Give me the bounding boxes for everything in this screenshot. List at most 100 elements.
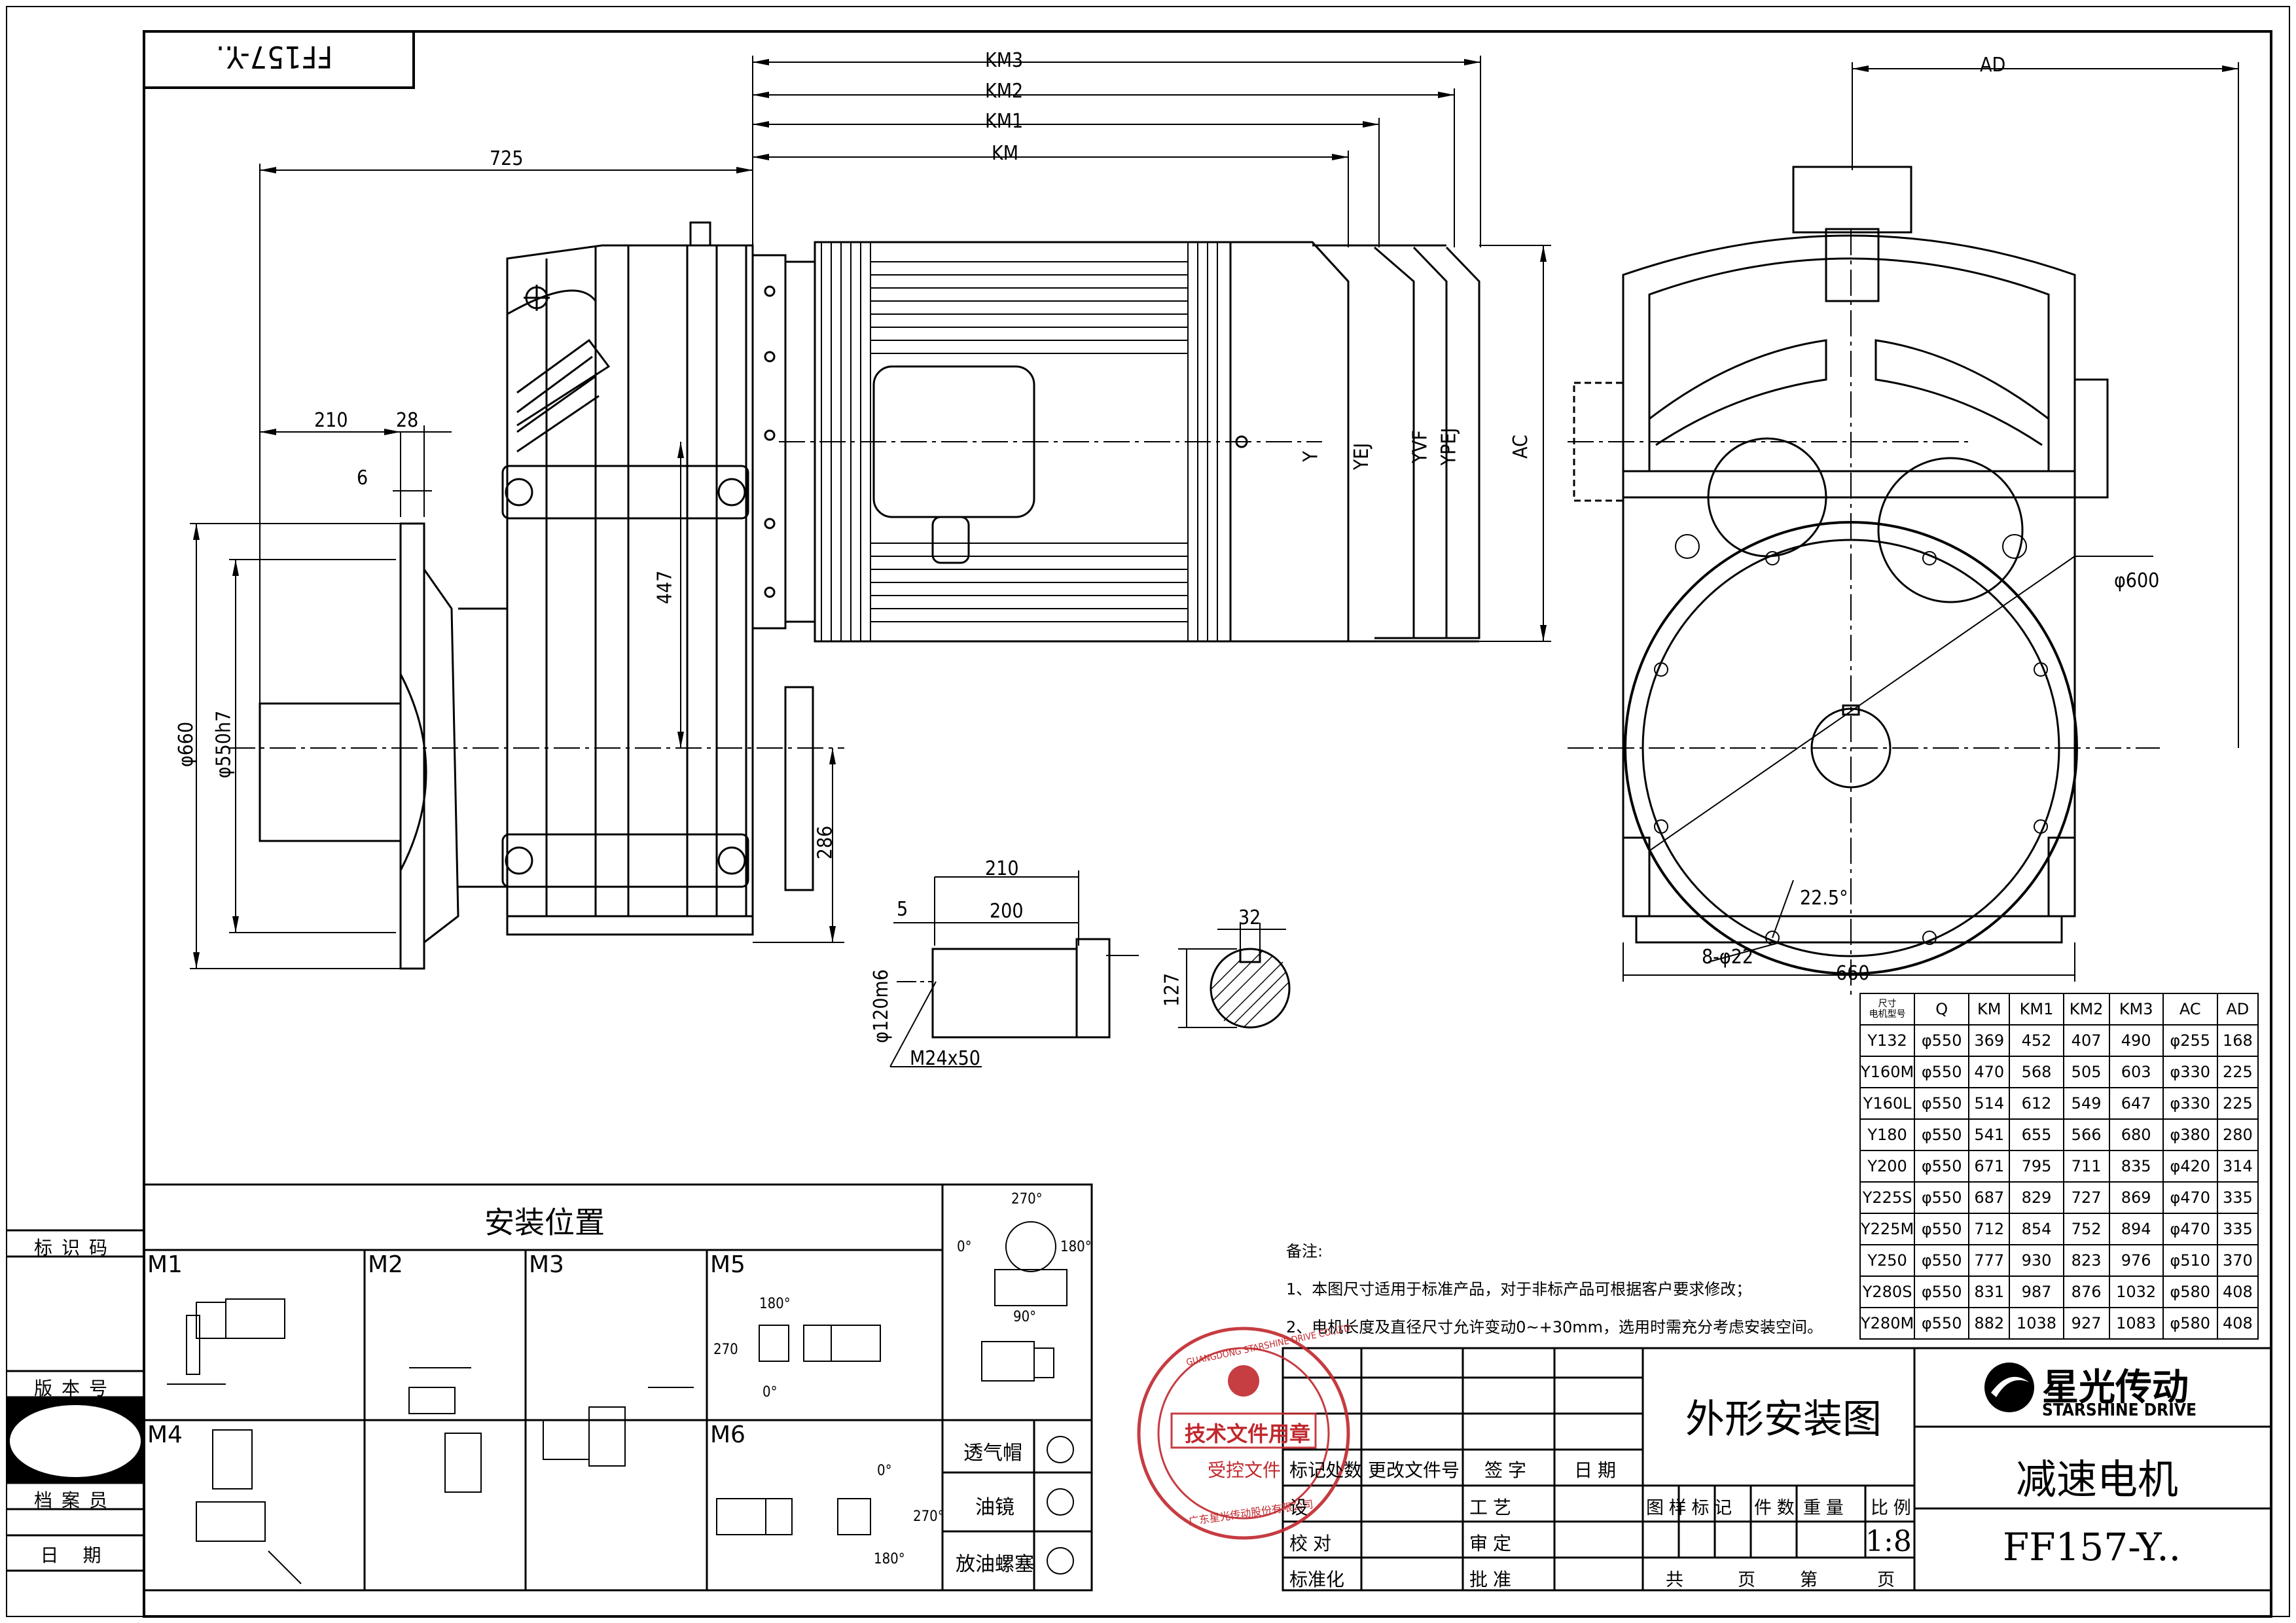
- pos-m5: M5: [710, 1251, 745, 1278]
- dim-210: 210: [314, 409, 348, 432]
- spec-cell: 549: [2062, 1087, 2110, 1120]
- scale-value: 1:8: [1865, 1525, 1912, 1558]
- dim-725: 725: [490, 147, 524, 170]
- spec-cell: 869: [2108, 1181, 2164, 1214]
- spec-cell: 680: [2108, 1118, 2164, 1151]
- sheet-unit: 页: [1738, 1570, 1755, 1590]
- rev-review: 审 定: [1469, 1533, 1511, 1554]
- spec-cell: 505: [2062, 1056, 2110, 1088]
- weight-header: 重 量: [1803, 1498, 1844, 1518]
- spec-cell: φ550: [1914, 1087, 1970, 1120]
- dim-660: 660: [1836, 962, 1870, 985]
- spec-cell: 876: [2062, 1275, 2110, 1308]
- corner-top: 尺寸: [1878, 999, 1897, 1009]
- product-name: 减速电机: [2016, 1455, 2179, 1503]
- pos-m3: M3: [529, 1251, 564, 1278]
- spec-cell: 452: [2009, 1024, 2064, 1057]
- spec-cell: φ550: [1914, 1118, 1970, 1151]
- spec-cell: 168: [2216, 1024, 2259, 1057]
- dim-angle: 22.5°: [1800, 887, 1848, 910]
- spec-cell: 514: [1968, 1087, 2011, 1120]
- spec-cell: 407: [2062, 1024, 2110, 1057]
- spec-cell: 777: [1968, 1244, 2011, 1277]
- spec-header: Q: [1914, 993, 1970, 1026]
- dim-ac: AC: [1509, 435, 1532, 459]
- spec-cell: φ550: [1914, 1056, 1970, 1088]
- rev-doc: 更改文件号: [1368, 1459, 1460, 1481]
- spec-row-label: Y280M: [1859, 1307, 1916, 1340]
- spec-header: AC: [2162, 993, 2218, 1026]
- dim-phi600: φ600: [2114, 569, 2160, 592]
- stamp-inner-bottom: 受控文件: [1208, 1459, 1282, 1481]
- motor-y: Y: [1299, 451, 1323, 462]
- shaft-phi: φ120m6: [869, 969, 893, 1043]
- spec-row-label: Y250: [1859, 1244, 1916, 1277]
- legend-drain-plug: 放油螺塞: [956, 1553, 1034, 1576]
- spec-cell: 823: [2062, 1244, 2110, 1277]
- sheet-total: 共: [1666, 1570, 1683, 1590]
- spec-cell: φ550: [1914, 1150, 1970, 1183]
- side-version: 版本号: [33, 1378, 117, 1399]
- spec-cell: 470: [1968, 1056, 2011, 1088]
- spec-row-label: Y225S: [1859, 1181, 1916, 1214]
- spec-cell: 408: [2216, 1307, 2259, 1340]
- spec-cell: 612: [2009, 1087, 2064, 1120]
- spec-cell: 603: [2108, 1056, 2164, 1088]
- m6-angle-270: 270°: [913, 1508, 944, 1525]
- spec-header-row: 尺寸 电机型号 Q KM KM1 KM2 KM3 AC AD: [1859, 993, 2259, 1026]
- spec-cell: φ330: [2162, 1056, 2218, 1088]
- shaft-200: 200: [990, 900, 1024, 923]
- drawing-title: 外形安装图: [1685, 1397, 1882, 1442]
- spec-cell: 370: [2216, 1244, 2259, 1277]
- stamp-inner-top: 技术文件用章: [1185, 1421, 1311, 1446]
- pos-m2: M2: [368, 1251, 403, 1278]
- dim-km3: KM3: [985, 49, 1024, 72]
- spec-cell: 930: [2009, 1244, 2064, 1277]
- spec-header: KM: [1968, 993, 2011, 1026]
- sheet-no: 第: [1800, 1570, 1818, 1590]
- spec-cell: 987: [2009, 1275, 2064, 1308]
- motor-yej: YEJ: [1350, 442, 1374, 471]
- spec-cell: φ255: [2162, 1024, 2218, 1057]
- spec-cell: 711: [2062, 1150, 2110, 1183]
- dim-28: 28: [396, 409, 419, 432]
- rev-standard: 标准化: [1289, 1569, 1345, 1590]
- spec-cell: 541: [1968, 1118, 2011, 1151]
- spec-cell: φ550: [1914, 1024, 1970, 1057]
- spec-row-label: Y225M: [1859, 1213, 1916, 1245]
- sheet-unit2: 页: [1877, 1570, 1895, 1590]
- spec-cell: 671: [1968, 1150, 2011, 1183]
- spec-cell: φ550: [1914, 1213, 1970, 1245]
- dim-km1: KM1: [985, 110, 1024, 133]
- legend-oil-sight: 油镜: [975, 1496, 1014, 1519]
- spec-cell: 369: [1968, 1024, 2011, 1057]
- spec-cell: 854: [2009, 1213, 2064, 1245]
- dim-km2: KM2: [985, 80, 1024, 103]
- shaft-thread: M24x50: [910, 1047, 980, 1070]
- code-mirror: FF157-Y..: [216, 39, 333, 75]
- spec-cell: 927: [2062, 1307, 2110, 1340]
- angle-90: 90°: [1013, 1309, 1037, 1325]
- shaft-5: 5: [897, 898, 908, 921]
- dim-ad: AD: [1980, 54, 2006, 77]
- spec-cell: 335: [2216, 1181, 2259, 1214]
- dim-phi550: φ550h7: [212, 710, 236, 779]
- rev-check: 校 对: [1289, 1533, 1331, 1554]
- rev-count: 处数: [1325, 1459, 1363, 1481]
- spec-cell: φ550: [1914, 1307, 1970, 1340]
- side-date: 日 期: [40, 1544, 111, 1566]
- scale-label: 比 例: [1871, 1498, 1911, 1518]
- notes-line1: 1、本图尺寸适用于标准产品，对于非标产品可根据客户要求修改；: [1286, 1280, 1752, 1298]
- spec-row-label: Y160M: [1859, 1056, 1916, 1088]
- spec-cell: φ550: [1914, 1275, 1970, 1308]
- motor-yvf: YVF: [1408, 430, 1432, 463]
- spec-cell: 1038: [2009, 1307, 2064, 1340]
